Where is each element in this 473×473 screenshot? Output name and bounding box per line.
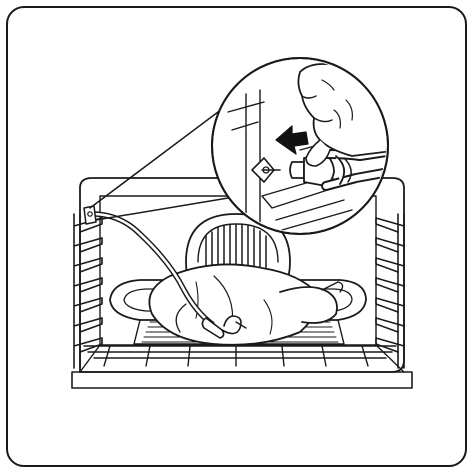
wire-shelf xyxy=(83,345,397,367)
left-rack-supports xyxy=(73,213,103,369)
probe-socket-icon xyxy=(251,157,281,183)
right-rack-supports xyxy=(375,213,405,369)
meat-probe-icon xyxy=(83,205,247,339)
chicken-icon xyxy=(148,263,344,346)
hand-icon xyxy=(297,60,386,167)
arrow-left-icon xyxy=(275,125,309,155)
magnifier-callout-lines xyxy=(89,105,241,221)
detail-magnifier xyxy=(211,57,389,235)
